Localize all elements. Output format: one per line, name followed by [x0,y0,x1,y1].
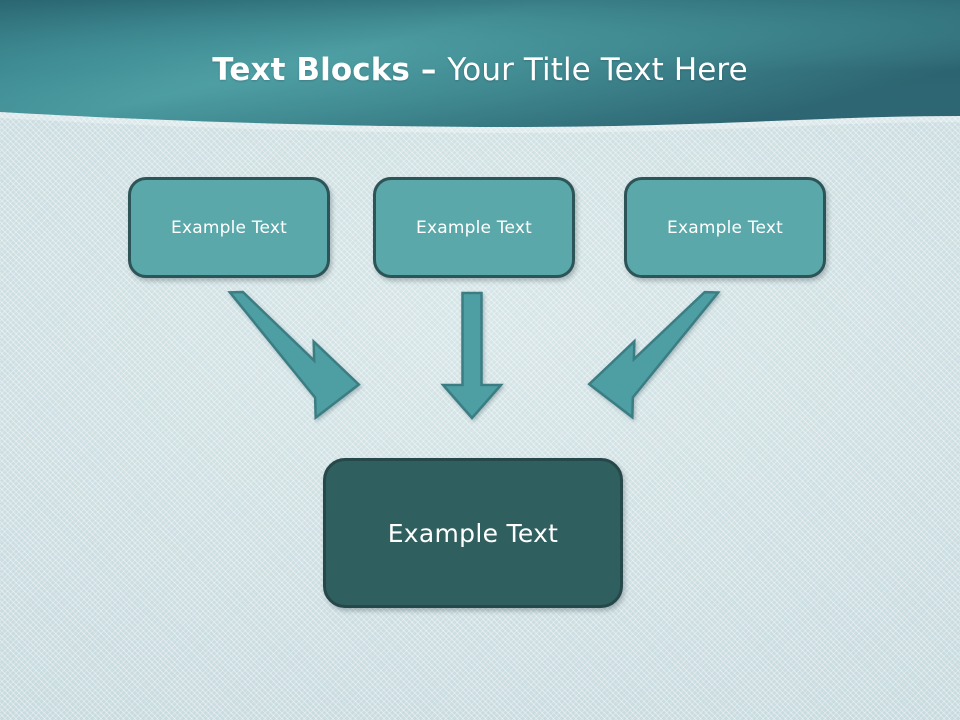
arrow-left-diagonal[interactable] [227,289,361,421]
top-box-3[interactable]: Example Text [624,177,826,278]
top-box-2[interactable]: Example Text [373,177,575,278]
top-box-2-label: Example Text [416,217,532,238]
top-box-3-label: Example Text [667,217,783,238]
bottom-box-label: Example Text [387,518,559,548]
page-title-bold: Text Blocks – [212,52,448,88]
arrow-right-diagonal[interactable] [587,289,721,420]
top-box-1[interactable]: Example Text [128,177,330,278]
top-box-1-label: Example Text [171,217,287,238]
page-title-regular: Your Title Text Here [447,52,748,88]
header-banner [0,0,960,150]
arrow-middle-vertical[interactable] [440,291,504,420]
bottom-box[interactable]: Example Text [323,458,623,608]
page-title: Text Blocks – Your Title Text Here [0,51,960,89]
header-wave-highlight [0,112,960,134]
